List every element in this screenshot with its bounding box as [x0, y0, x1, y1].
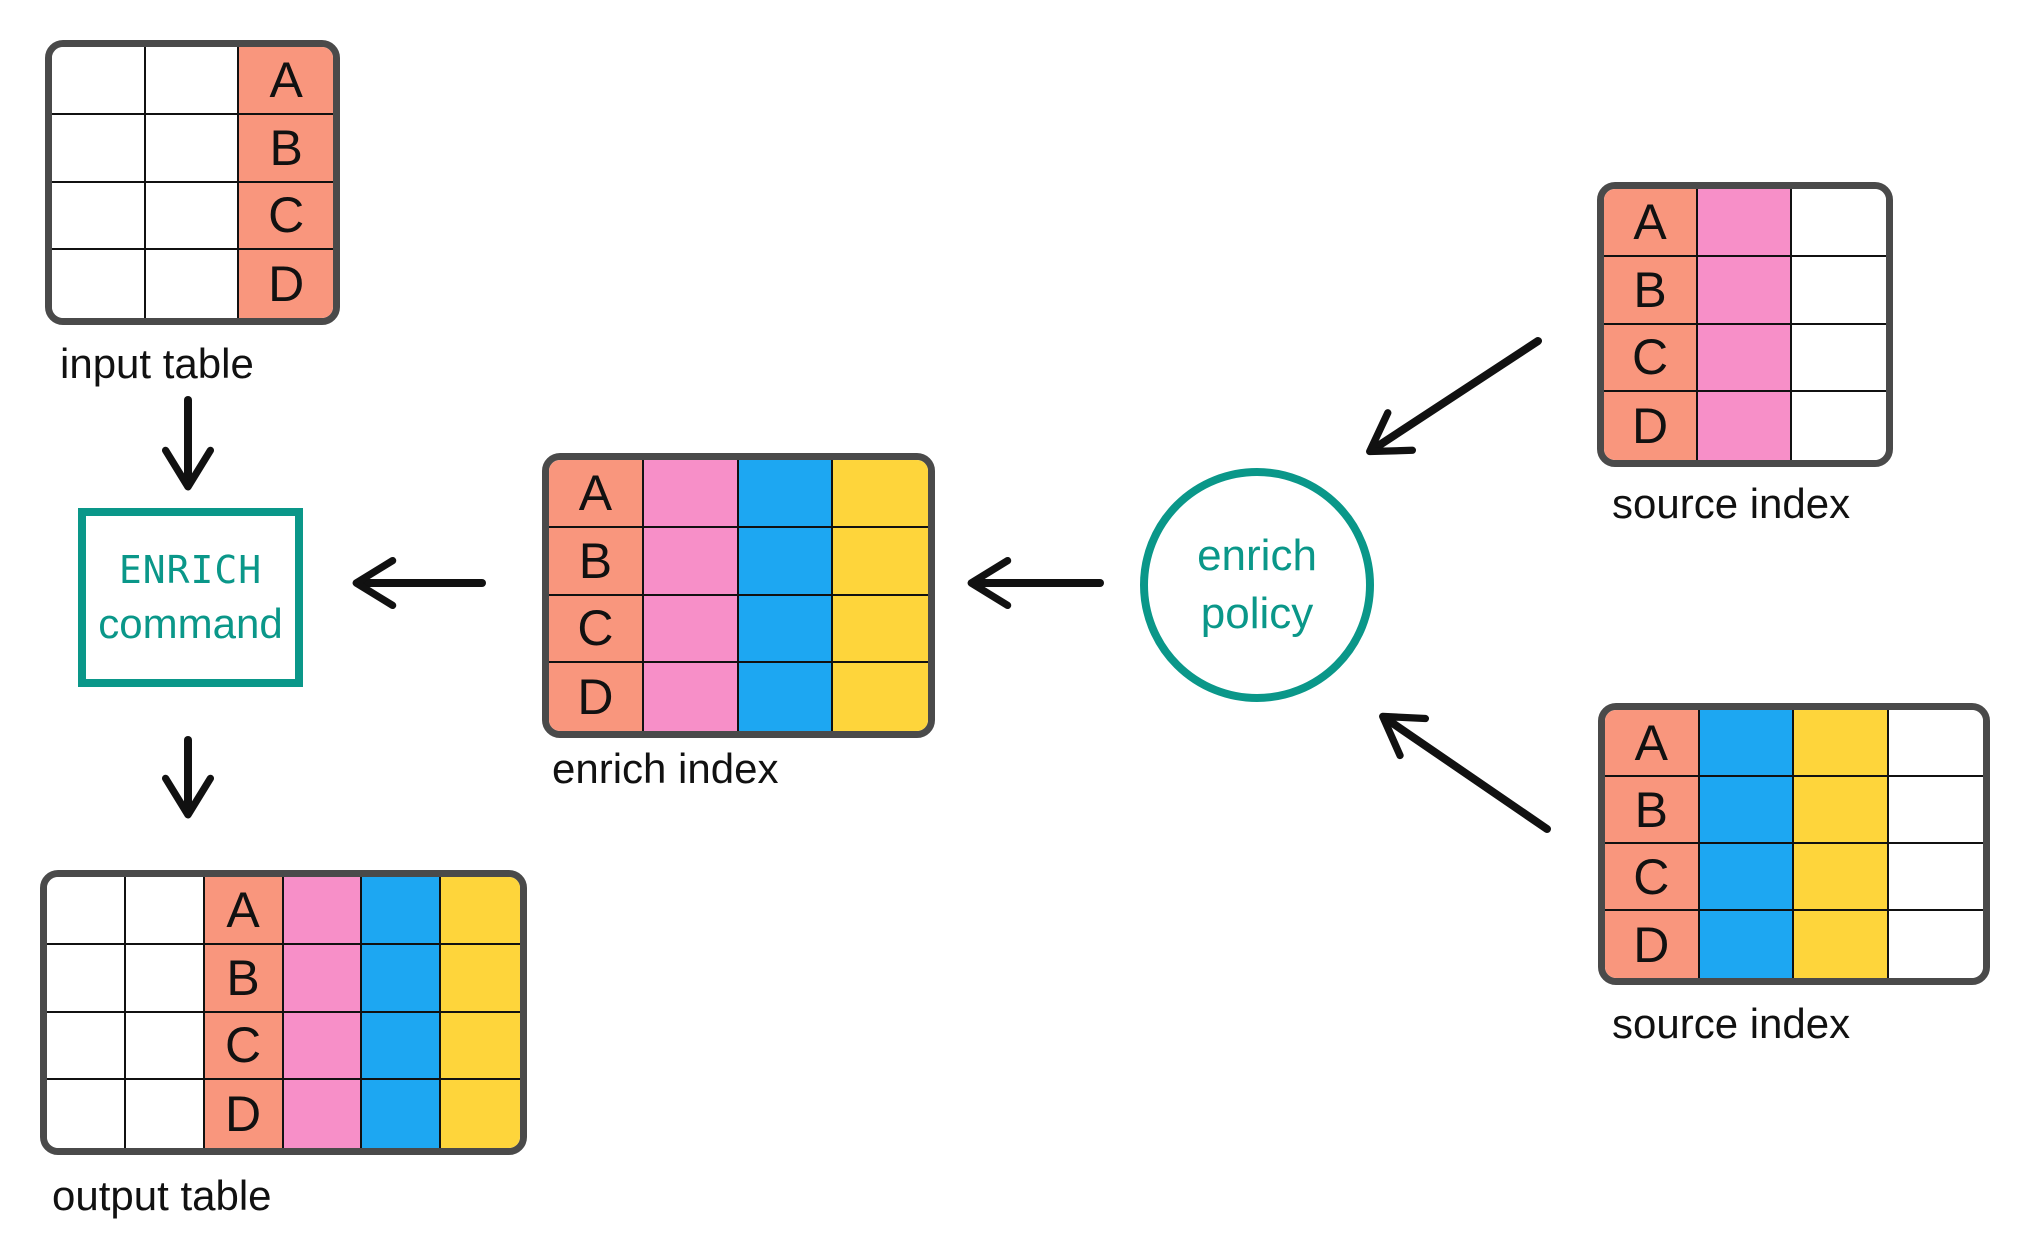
output-table-label: output table: [52, 1172, 272, 1219]
value-cell: [833, 527, 928, 596]
key-cell: B: [239, 114, 333, 183]
value-cell: [643, 595, 739, 664]
value-cell: [145, 114, 240, 183]
key-cell: B: [1605, 777, 1700, 844]
value-cell: [1888, 844, 1983, 911]
key-cell: B: [549, 527, 644, 596]
key-cell: A: [1604, 189, 1698, 257]
value-cell: [362, 1080, 442, 1148]
value-cell: [1792, 324, 1886, 393]
key-cell: B: [1604, 256, 1698, 325]
value-cell: [47, 1012, 126, 1081]
value-cell: [1794, 710, 1889, 777]
key-cell: C: [239, 182, 333, 251]
enrich-policy-circle: enrich policy: [1140, 468, 1374, 702]
value-cell: [643, 460, 739, 528]
source-index-top-label: source index: [1612, 480, 1851, 527]
key-cell: A: [549, 460, 644, 528]
value-cell: [362, 944, 442, 1013]
key-cell: A: [204, 877, 284, 945]
enrich-policy-word-1: enrich: [1197, 530, 1317, 580]
value-cell: [1794, 777, 1889, 844]
value-cell: [833, 460, 928, 528]
value-cell: [643, 527, 739, 596]
value-cell: [283, 944, 363, 1013]
value-cell: [1698, 189, 1792, 257]
value-cell: [1888, 710, 1983, 777]
value-cell: [1699, 844, 1794, 911]
source-index-bottom-label: source index: [1612, 1000, 1851, 1047]
key-cell: C: [1605, 844, 1700, 911]
input-table-label: input table: [60, 340, 254, 387]
value-cell: [441, 877, 520, 945]
value-cell: [47, 944, 126, 1013]
value-cell: [1698, 256, 1792, 325]
value-cell: [1699, 710, 1794, 777]
value-cell: [283, 1080, 363, 1148]
value-cell: [643, 663, 739, 731]
value-cell: [47, 877, 126, 945]
value-cell: [1792, 189, 1886, 257]
value-cell: [125, 944, 205, 1013]
key-cell: D: [1604, 392, 1698, 460]
value-cell: [1792, 256, 1886, 325]
value-cell: [833, 595, 928, 664]
value-cell: [738, 663, 834, 731]
key-cell: D: [549, 663, 644, 731]
key-cell: A: [1605, 710, 1700, 777]
enrich-policy-word-2: policy: [1200, 589, 1314, 638]
key-cell: D: [204, 1080, 284, 1148]
value-cell: [1698, 324, 1792, 393]
value-cell: [47, 1080, 126, 1148]
value-cell: [1888, 777, 1983, 844]
arrow-source-bottom-to-policy: [1379, 712, 1551, 833]
key-cell: C: [1604, 324, 1698, 393]
value-cell: [738, 460, 834, 528]
enrich-index-label: enrich index: [552, 745, 779, 792]
value-cell: [52, 47, 146, 115]
value-cell: [362, 1012, 442, 1081]
value-cell: [283, 1012, 363, 1081]
value-cell: [441, 944, 520, 1013]
value-cell: [52, 114, 146, 183]
key-cell: C: [549, 595, 644, 664]
value-cell: [125, 1080, 205, 1148]
value-cell: [833, 663, 928, 731]
value-cell: [441, 1012, 520, 1081]
value-cell: [1699, 777, 1794, 844]
arrow-source-top-to-policy: [1366, 337, 1542, 456]
value-cell: [125, 877, 205, 945]
key-cell: B: [204, 944, 284, 1013]
value-cell: [52, 250, 146, 318]
value-cell: [1794, 911, 1889, 978]
value-cell: [145, 182, 240, 251]
value-cell: [1699, 911, 1794, 978]
value-cell: [145, 47, 240, 115]
value-cell: [1794, 844, 1889, 911]
key-cell: D: [1605, 911, 1700, 978]
value-cell: [1698, 392, 1792, 460]
value-cell: [283, 877, 363, 945]
value-cell: [738, 527, 834, 596]
value-cell: [362, 877, 442, 945]
value-cell: [1792, 392, 1886, 460]
value-cell: [441, 1080, 520, 1148]
value-cell: [52, 182, 146, 251]
enrich-command-keyword: ENRICH: [118, 547, 263, 592]
key-cell: A: [239, 47, 333, 115]
value-cell: [1888, 911, 1983, 978]
value-cell: [125, 1012, 205, 1081]
key-cell: C: [204, 1012, 284, 1081]
enrich-command-box: ENRICH command: [78, 508, 303, 687]
enrich-command-word: command: [98, 599, 283, 647]
key-cell: D: [239, 250, 333, 318]
value-cell: [738, 595, 834, 664]
value-cell: [145, 250, 240, 318]
